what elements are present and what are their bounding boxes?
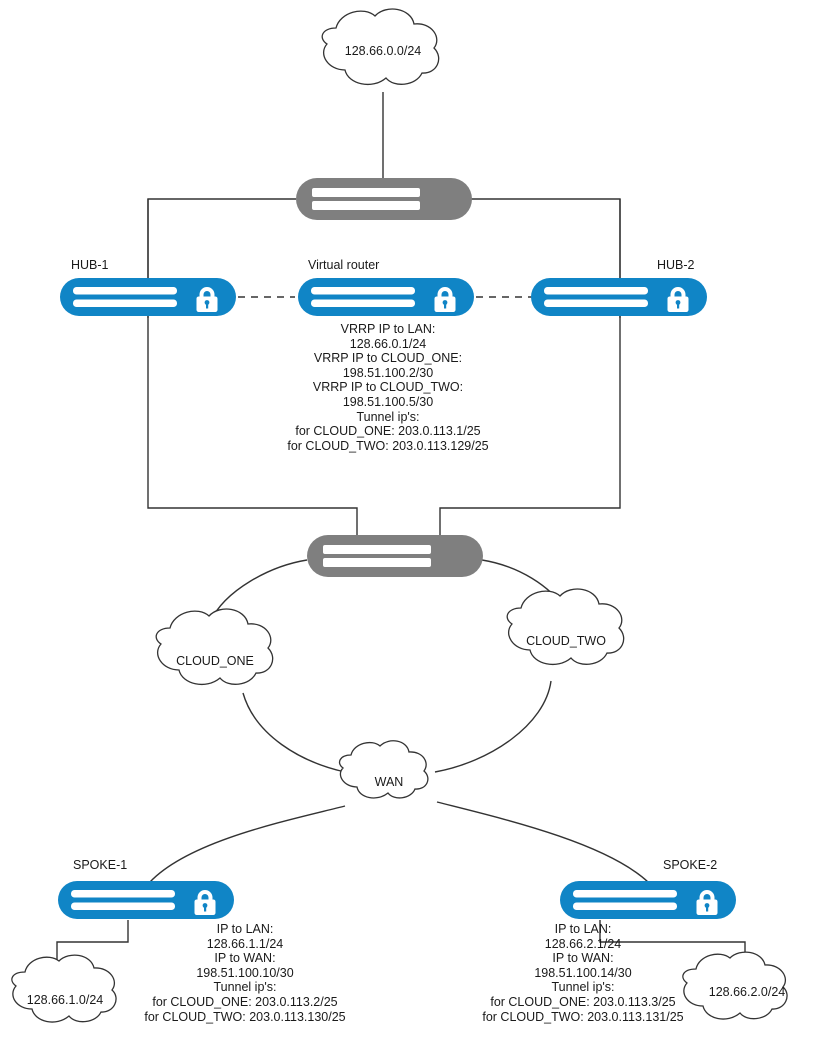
link-wan-to-spoke-2 — [436, 801, 649, 883]
annotation-line: VRRP IP to LAN: — [340, 322, 436, 336]
link-bus-right — [439, 198, 621, 538]
cloud-lan-hub — [321, 8, 440, 86]
cloud-lan-spoke2 — [682, 951, 788, 1020]
annotation-line: for CLOUD_ONE: 203.0.113.2/25 — [152, 994, 338, 1009]
annotation-line: 198.51.100.2/30 — [342, 365, 434, 380]
device-label-spoke-2: SPOKE-2 — [663, 858, 718, 872]
cloud-label-lan-spoke1: 128.66.1.0/24 — [26, 993, 104, 1007]
annotation-line: 198.51.100.10/30 — [196, 965, 294, 980]
annotation-line: 198.51.100.5/30 — [342, 394, 434, 409]
annotation-line: 198.51.100.14/30 — [534, 965, 632, 980]
annotation-line: Tunnel ip's: — [356, 409, 420, 424]
annotation-line: 128.66.2.1/24 — [544, 936, 622, 951]
device-label-spoke-1: SPOKE-1 — [73, 858, 128, 872]
cloud-shapes — [11, 8, 788, 1023]
link-spoke1-to-lan — [56, 920, 129, 966]
link-wan-to-spoke-1 — [149, 805, 346, 883]
annotation-line: Tunnel ip's: — [551, 980, 615, 995]
cloud-label-lan-spoke2: 128.66.2.0/24 — [708, 985, 786, 999]
annotation-line: for CLOUD_TWO: 203.0.113.131/25 — [482, 1009, 684, 1024]
annotation-line: 128.66.0.1/24 — [349, 336, 427, 351]
link-bus-left — [147, 198, 358, 538]
device-switch-top[interactable] — [296, 178, 472, 220]
cloud-wan — [338, 740, 429, 799]
connection-lines — [56, 92, 746, 966]
device-label-hub-1: HUB-1 — [71, 258, 109, 272]
device-switch-bottom[interactable] — [307, 535, 483, 577]
annotation-line: IP to WAN: — [552, 951, 614, 966]
device-label-virtual-router: Virtual router — [308, 258, 380, 272]
device-hub-1[interactable] — [60, 278, 236, 316]
annotation-line: for CLOUD_TWO: 203.0.113.130/25 — [144, 1009, 346, 1024]
cloud-label-wan: WAN — [374, 775, 404, 789]
cloud-cloud-two — [506, 588, 625, 666]
device-spoke-1[interactable] — [58, 881, 234, 919]
cloud-label-lan-hub: 128.66.0.0/24 — [344, 44, 422, 58]
annotation-line: for CLOUD_ONE: 203.0.113.3/25 — [490, 994, 676, 1009]
cloud-lan-spoke1 — [11, 954, 117, 1023]
annotation-line: IP to LAN: — [216, 922, 274, 936]
annotation-line: VRRP IP to CLOUD_TWO: — [312, 380, 464, 395]
annotation-line: IP to LAN: — [554, 922, 612, 936]
cloud-label-cloud-two: CLOUD_TWO — [526, 634, 606, 648]
annotation-line: for CLOUD_ONE: 203.0.113.1/25 — [295, 424, 481, 439]
device-spoke-2[interactable] — [560, 881, 736, 919]
annotation-line: IP to WAN: — [214, 951, 276, 966]
device-hub-2[interactable] — [531, 278, 707, 316]
annotation-line: 128.66.1.1/24 — [206, 936, 284, 951]
device-virtual-router[interactable] — [298, 278, 474, 316]
cloud-label-cloud-one: CLOUD_ONE — [176, 654, 254, 668]
annotation-line: Tunnel ip's: — [213, 980, 277, 995]
device-label-hub-2: HUB-2 — [657, 258, 695, 272]
annotation-line: for CLOUD_TWO: 203.0.113.129/25 — [287, 438, 489, 453]
link-cloud-two-to-wan — [434, 680, 552, 773]
cloud-cloud-one — [155, 608, 274, 686]
annotation-line: VRRP IP to CLOUD_ONE: — [313, 351, 463, 366]
link-cloud-one-to-wan — [242, 692, 346, 773]
device-shapes — [58, 178, 736, 919]
